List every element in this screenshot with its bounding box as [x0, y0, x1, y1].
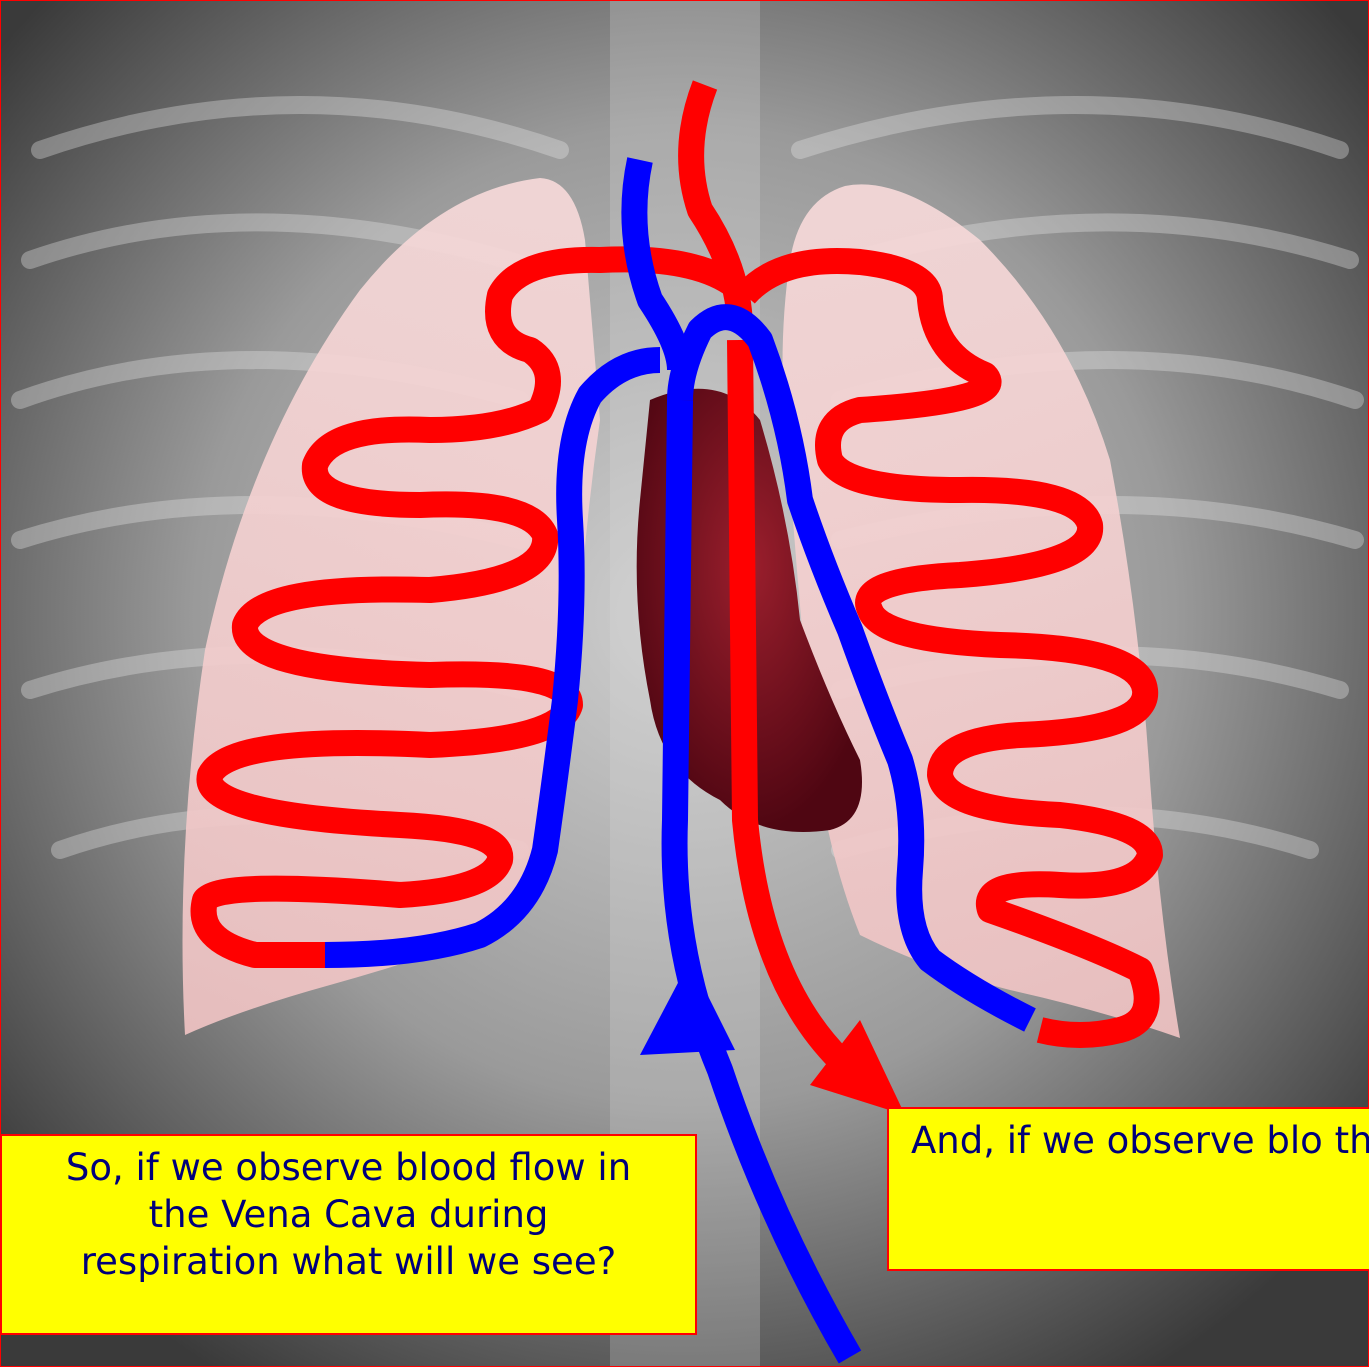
vena-cava-question-callout: So, if we observe blood flow in the Vena… [0, 1134, 697, 1335]
aorta-question-callout: And, if we observe blo the Aorta during … [887, 1107, 1369, 1271]
